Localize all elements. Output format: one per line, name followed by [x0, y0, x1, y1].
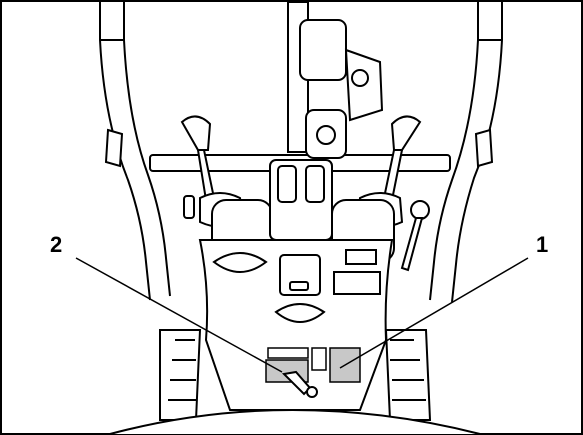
joystick-left — [180, 115, 273, 261]
track-right — [384, 329, 432, 421]
side-handle-left — [104, 128, 124, 168]
rops-frame-right — [429, 2, 503, 303]
label-plate-center — [311, 347, 327, 371]
lever-left — [183, 195, 195, 219]
rops-frame-left — [99, 2, 171, 301]
callout-number-1: 1 — [536, 232, 548, 257]
boom-arm — [287, 1, 384, 159]
track-left — [159, 329, 202, 421]
seat-back — [109, 409, 481, 435]
label-plate-small — [267, 347, 309, 359]
leader-line-2 — [75, 257, 283, 373]
leader-line-1 — [339, 257, 529, 369]
callout-number-2: 2 — [50, 232, 62, 257]
ignition-key — [281, 370, 318, 398]
lever-right — [400, 200, 430, 272]
side-handle-right — [474, 128, 494, 168]
